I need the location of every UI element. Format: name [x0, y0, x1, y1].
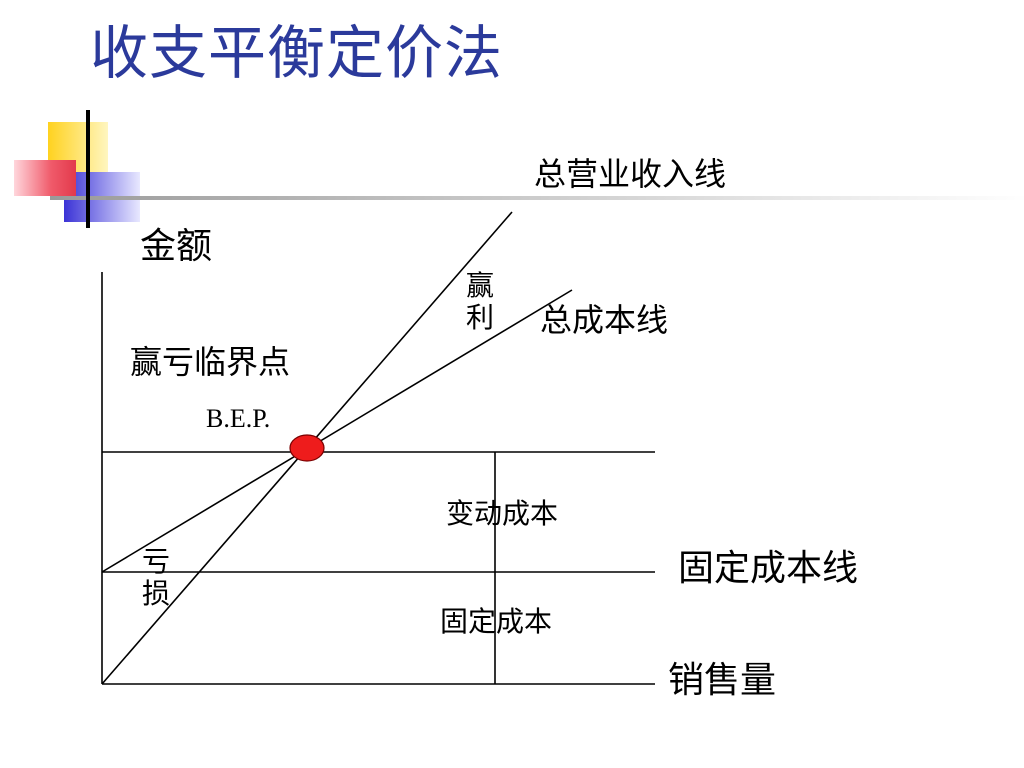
corner-decoration	[14, 110, 1024, 228]
bep-abbrev-label: B.E.P.	[206, 404, 271, 433]
header-rule	[50, 196, 1024, 200]
total-cost-line	[101, 289, 573, 573]
profit-label: 赢利	[466, 269, 495, 335]
variable-cost-label: 变动成本	[446, 497, 559, 530]
red-square	[14, 160, 76, 196]
breakeven-label: 赢亏临界点	[130, 343, 291, 381]
total-cost-line-label: 总成本线	[540, 301, 669, 339]
fixed-cost-line-label: 固定成本线	[678, 548, 859, 589]
bep-marker	[289, 434, 325, 462]
deco-vertical-bar	[86, 110, 90, 228]
y-axis-label: 金额	[140, 226, 213, 267]
revenue-line-label: 总营业收入线	[534, 155, 727, 193]
loss-label: 亏损	[142, 545, 171, 611]
slide-title: 收支平衡定价法	[90, 19, 504, 87]
fixed-cost-label: 固定成本	[440, 605, 553, 638]
x-axis-label: 销售量	[668, 660, 777, 701]
